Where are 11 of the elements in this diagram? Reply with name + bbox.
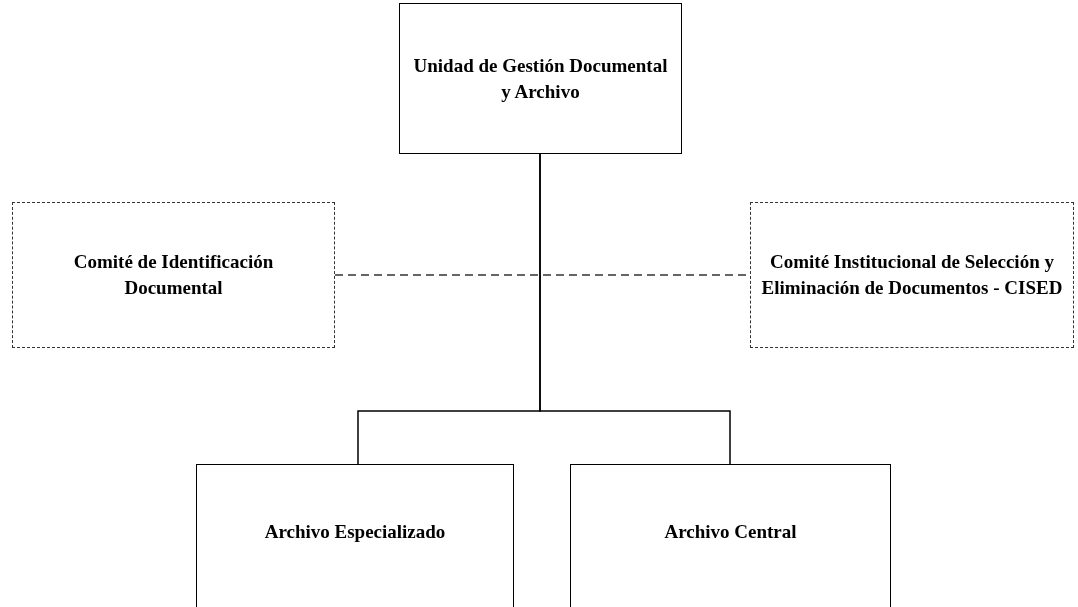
org-box xyxy=(196,464,514,607)
org-box xyxy=(570,464,891,607)
org-box xyxy=(12,202,335,348)
box-label: Comité de Identificación Documental xyxy=(72,250,275,300)
org-box xyxy=(399,3,682,154)
connector-line xyxy=(539,153,731,465)
box-label: Archivo Especializado xyxy=(264,519,446,544)
org-box xyxy=(750,202,1074,348)
box-label: Unidad de Gestión Documental y Archivo xyxy=(412,53,669,104)
box-label: Comité Institucional de Selección y Eliminación de Documentos - CISED xyxy=(761,250,1063,300)
box-label: Archivo Central xyxy=(664,519,797,544)
